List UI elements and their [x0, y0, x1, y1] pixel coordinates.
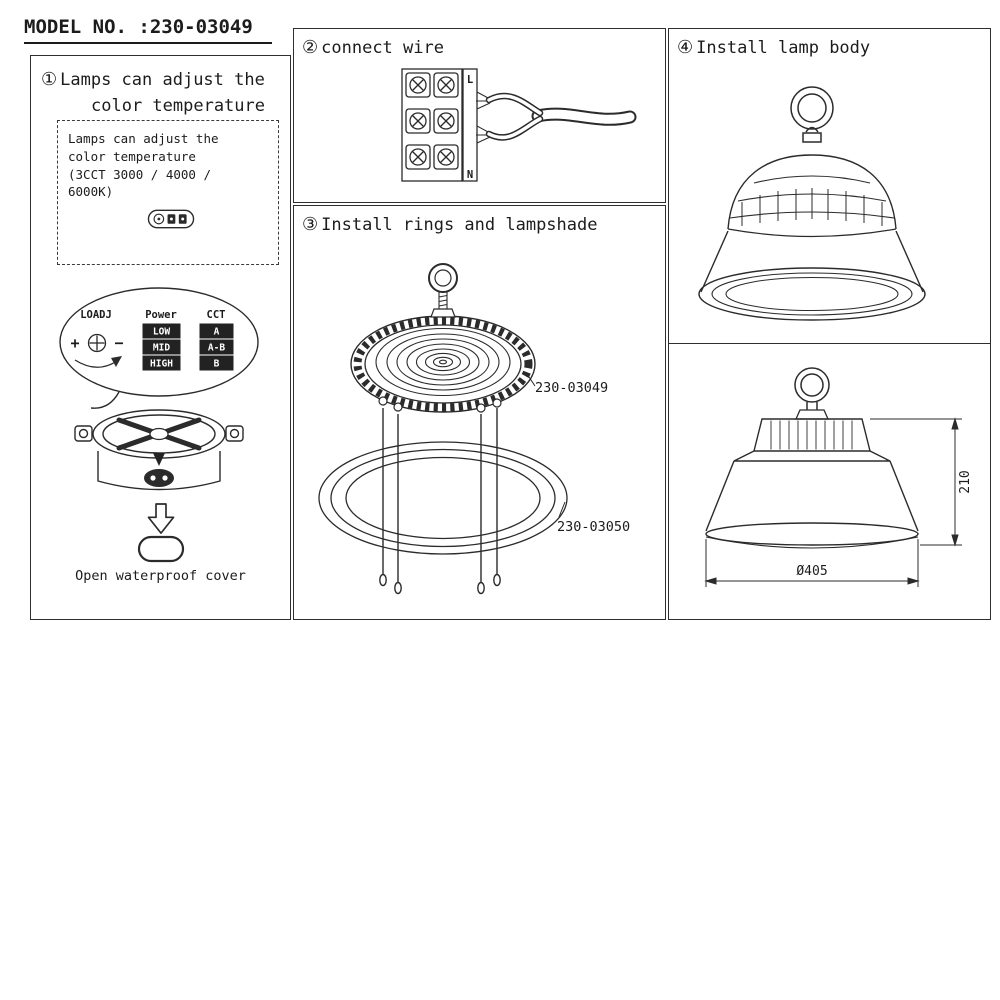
neutral-terminal-label: N	[467, 169, 473, 181]
balloon-outline	[59, 287, 259, 409]
leader-lines	[526, 373, 566, 518]
connector-icon	[147, 209, 195, 229]
lamp-shade-cone	[698, 230, 926, 321]
lamp-dimension-drawing: 210 Ø405	[704, 367, 973, 587]
hanging-rods	[379, 408, 501, 595]
minus-symbol: −	[114, 334, 123, 352]
cable	[531, 107, 637, 126]
rotate-arrowhead	[111, 356, 122, 367]
plus-symbol: +	[70, 334, 79, 352]
lampshade-ring-drawing	[318, 441, 568, 555]
step3-number-icon: ③	[302, 214, 319, 235]
waterproof-connector	[144, 469, 174, 487]
lamp-assembled-drawing	[698, 86, 926, 321]
note-line-1: Lamps can adjust the	[68, 131, 219, 146]
step1-title-line2: color temperature	[91, 95, 265, 116]
lamp-dome	[727, 154, 897, 238]
color-temperature-note: Lamps can adjust the color temperature (…	[57, 120, 279, 265]
cct-b-label: B	[214, 359, 220, 370]
live-terminal-label: L	[467, 74, 473, 86]
step2-number-icon: ②	[302, 37, 319, 58]
step1-number-icon: ①	[41, 69, 58, 90]
power-level-boxes: LOW MID HIGH	[142, 323, 181, 371]
neutral-wire	[476, 115, 544, 144]
step1-caption: Open waterproof cover	[75, 568, 246, 584]
model-number-text: MODEL NO. :230-03049	[24, 16, 253, 38]
step4-number-icon: ④	[677, 37, 694, 58]
panel-step1-color-temperature: ① Lamps can adjust the color temperature …	[30, 55, 291, 620]
eyebolt-icon	[428, 263, 458, 318]
shade-cone-side	[705, 460, 919, 549]
down-arrow-icon	[147, 503, 175, 534]
model-number: MODEL NO. :230-03049	[24, 16, 272, 44]
dimension-height	[870, 417, 962, 547]
note-line-4: 6000K)	[68, 184, 114, 200]
dome-fins	[741, 188, 883, 226]
lamp-body-part-number: 230-03049	[535, 380, 608, 396]
pointer-arrow-icon	[153, 453, 165, 466]
cct-adjust-balloon-diagram: LOADJ Power CCT + − LOW MID HIGH	[59, 287, 259, 409]
live-wire	[476, 91, 544, 117]
cct-option-boxes: A A-B B	[199, 323, 234, 371]
step4-title-text: Install lamp body	[696, 38, 871, 58]
dimension-diameter	[704, 539, 920, 587]
panel-step4-dimensions: 210 Ø405	[668, 343, 991, 620]
heatsink-body	[733, 418, 891, 462]
note-line-3: (3CCT 3000 / 4000 /	[68, 166, 211, 182]
terminal-block	[401, 68, 478, 182]
power-label: Power	[145, 309, 177, 321]
height-dimension-label: 210	[958, 470, 973, 493]
diameter-dimension-label: Ø405	[796, 564, 827, 579]
adjust-screw-icon	[87, 333, 107, 353]
power-low-label: LOW	[153, 327, 170, 338]
cct-a-label: A	[214, 327, 220, 338]
step1-title-line1: Lamps can adjust the	[60, 70, 265, 90]
cct-label: CCT	[207, 309, 226, 321]
lampshade-part-number: 230-03050	[557, 519, 630, 535]
cct-ab-label: A-B	[208, 343, 225, 354]
loadj-label: LOADJ	[80, 309, 112, 321]
power-high-label: HIGH	[150, 359, 173, 370]
lamp-top-view-drawing	[74, 409, 244, 491]
hook-ring-icon-side	[794, 367, 830, 420]
waterproof-cover-icon	[137, 535, 185, 563]
note-line-2: color temperature	[68, 148, 196, 164]
hook-ring-icon	[790, 86, 834, 143]
power-mid-label: MID	[153, 343, 170, 354]
step3-title-text: Install rings and lampshade	[321, 215, 598, 235]
step2-title-text: connect wire	[321, 38, 444, 58]
exploded-view-drawing: 230-03049 230-03050	[318, 263, 630, 595]
lamp-body-disc-drawing	[350, 315, 536, 413]
rotate-arrow-icon	[74, 359, 118, 368]
terminal-block-drawing: L N	[401, 68, 637, 182]
